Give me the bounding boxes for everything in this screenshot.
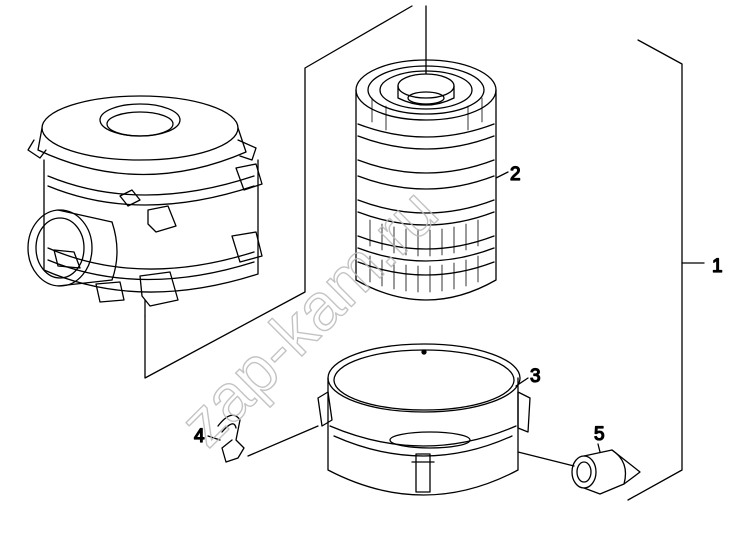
watermark-text: zap-kam.ru — [166, 174, 452, 460]
air-cleaner-housing — [27, 95, 263, 307]
dust-cup — [317, 343, 531, 496]
callout-leader-5 — [597, 443, 601, 453]
callout-2: 2 — [510, 164, 521, 185]
group-bracket — [144, 5, 705, 501]
callout-1: 1 — [712, 256, 723, 277]
spring-clip — [207, 414, 319, 463]
rubber-valve — [517, 443, 641, 495]
valve-leader — [517, 451, 575, 467]
callout-5: 5 — [594, 424, 605, 445]
callout-leader-3 — [515, 377, 529, 387]
callout-3: 3 — [530, 366, 541, 387]
callout-leader-4 — [207, 435, 221, 441]
callout-leader-2 — [495, 171, 509, 179]
filter-element — [355, 5, 509, 301]
clip-to-cup-line — [247, 425, 319, 457]
callout-4: 4 — [194, 426, 205, 447]
